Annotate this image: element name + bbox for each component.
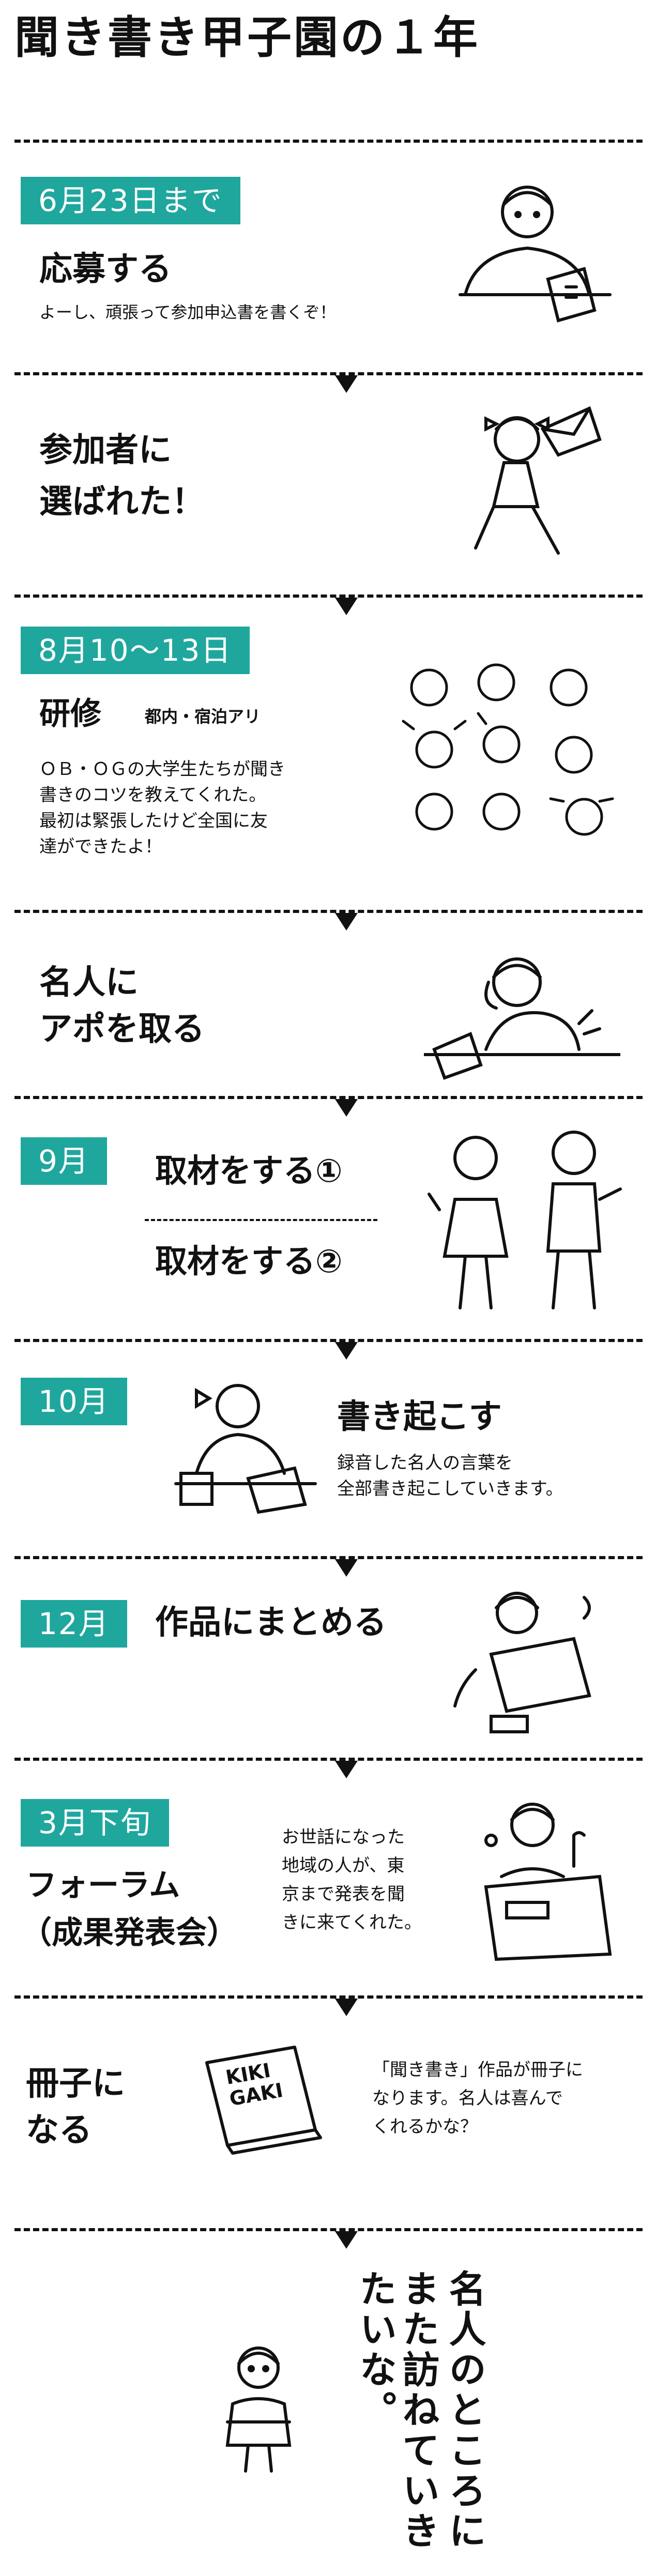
step-description-line4: 達ができたよ！ <box>39 836 162 857</box>
step-heading-line2: 選ばれた！ <box>39 483 205 521</box>
step-heading-line1: 冊子に <box>26 2065 125 2103</box>
page-title: 聞き書き甲子園の１年 <box>14 12 480 64</box>
step-description-line2: 全部書き起こしていきます。 <box>337 1478 563 1499</box>
step-description-line4: きに来てくれた。 <box>282 1912 422 1933</box>
step-heading: 書き起こす <box>337 1398 502 1436</box>
binding-illustration <box>445 1582 610 1737</box>
presentation-illustration <box>455 1789 626 1964</box>
dashed-separator <box>14 1339 643 1342</box>
closing-message-line2: また訪ねていきたいな。 <box>353 2269 439 2552</box>
group-faces-illustration <box>398 657 631 853</box>
dashed-separator <box>14 1556 643 1559</box>
dashed-separator <box>14 1096 643 1099</box>
phone-call-illustration <box>424 946 620 1086</box>
down-arrow-icon <box>335 1342 358 1360</box>
dashed-separator <box>14 372 643 375</box>
step-description-line3: 京まで発表を聞 <box>282 1884 405 1904</box>
down-arrow-icon <box>335 1559 358 1577</box>
jumping-girl-illustration <box>455 398 610 569</box>
writing-student-illustration <box>455 176 626 331</box>
step-description-line1: お世話になった <box>282 1827 405 1848</box>
down-arrow-icon <box>335 375 358 393</box>
dashed-separator <box>14 595 643 598</box>
step-heading: 作品にまとめる <box>155 1604 387 1642</box>
date-badge: 10月 <box>21 1378 127 1425</box>
dashed-separator <box>14 140 643 143</box>
step-description-line2: なります。名人は喜んで <box>372 2088 563 2109</box>
date-badge: 6月23日まで <box>21 177 240 224</box>
step-item-2: 取材をする② <box>155 1242 343 1280</box>
date-badge: 8月10〜13日 <box>21 627 250 674</box>
step-heading: 研修 <box>39 696 101 732</box>
down-arrow-icon <box>335 1999 358 2016</box>
step-heading-line1: フォーラム <box>26 1867 180 1903</box>
dashed-separator <box>14 910 643 913</box>
step-description-line1: 「聞き書き」作品が冊子に <box>372 2060 583 2080</box>
step-description-line2: 書きのコツを教えてくれた。 <box>39 785 267 805</box>
step-description-line3: 最初は緊張したけど全国に友 <box>39 811 268 831</box>
date-badge: 3月下旬 <box>21 1799 169 1847</box>
down-arrow-icon <box>335 598 358 615</box>
step-description-line1: ＯＢ・ＯＧの大学生たちが聞き <box>39 759 285 780</box>
step-heading-line2: アポを取る <box>39 1010 205 1048</box>
step-heading-line2: なる <box>26 2111 92 2150</box>
closing-message-line1: 名人のところに <box>443 2269 486 2552</box>
step-note: 都内・宿泊アリ <box>145 707 261 726</box>
step-item-1: 取材をする① <box>155 1152 343 1190</box>
step-description: よーし、頑張って参加申込書を書くぞ！ <box>39 302 337 322</box>
dashed-separator <box>14 1995 643 1999</box>
interview-illustration <box>424 1122 631 1318</box>
transcribing-illustration <box>165 1370 321 1525</box>
down-arrow-icon <box>335 1761 358 1778</box>
step-heading-line1: 名人に <box>39 964 139 1002</box>
date-badge: 9月 <box>21 1137 107 1185</box>
dashed-separator <box>14 1758 643 1761</box>
booklet-illustration: KIKI GAKI <box>191 2042 326 2156</box>
step-description-line3: くれるかな？ <box>372 2116 478 2137</box>
down-arrow-icon <box>335 1099 358 1117</box>
step-heading: 応募する <box>39 250 172 288</box>
item-divider <box>145 1219 377 1221</box>
down-arrow-icon <box>335 913 358 931</box>
step-description-line1: 録音した名人の言葉を <box>337 1453 513 1473</box>
dashed-separator <box>14 2228 643 2231</box>
down-arrow-icon <box>335 2231 358 2249</box>
step-description-line2: 地域の人が、東 <box>282 1855 405 1876</box>
date-badge: 12月 <box>21 1600 127 1648</box>
arms-crossed-illustration <box>207 2337 310 2476</box>
step-heading-line1: 参加者に <box>39 431 172 469</box>
step-heading-line2: （成果発表会） <box>21 1915 238 1951</box>
